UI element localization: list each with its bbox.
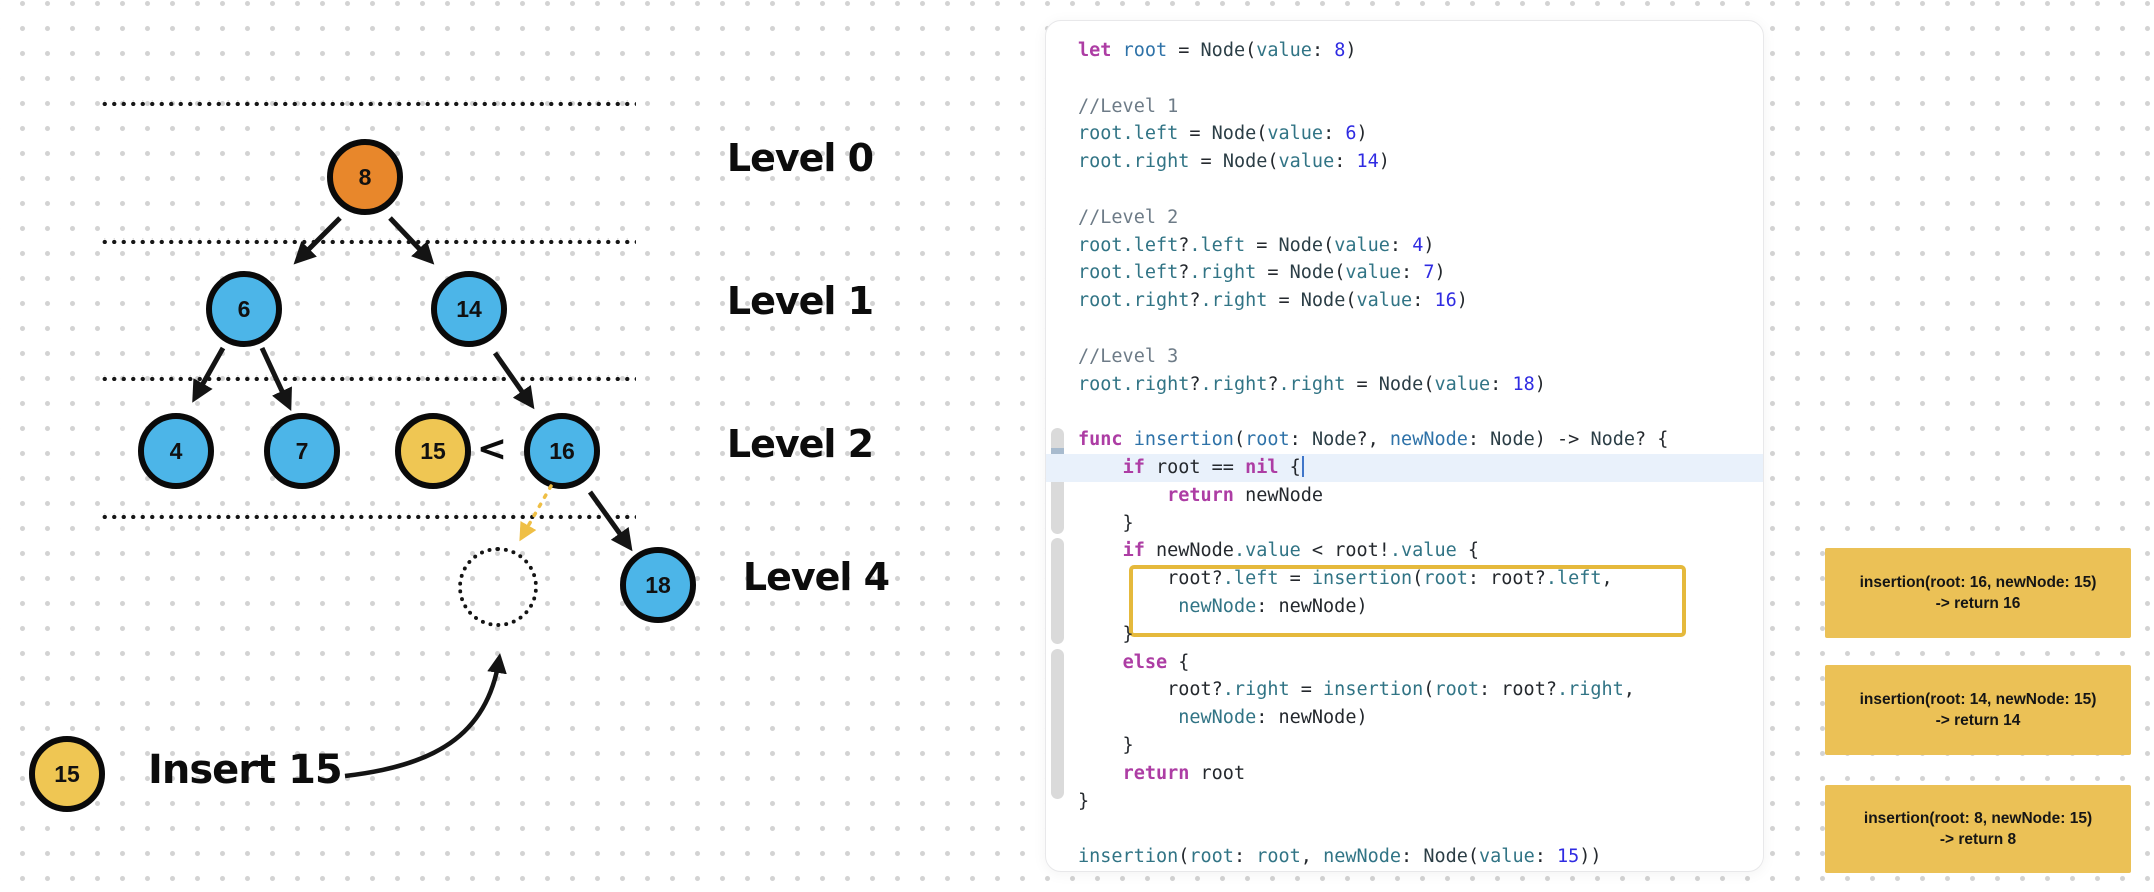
code-line-2 [1046,65,1763,93]
callout-line1: insertion(root: 14, newNode: 15) [1859,691,2097,708]
code-area[interactable]: let root = Node(value: 8) //Level 1 root.l… [1046,37,1763,871]
code-editor-panel[interactable]: let root = Node(value: 8) //Level 1 root.l… [1045,20,1764,872]
code-line-12: //Level 3 [1078,345,1179,367]
tree-node-14: 14 [431,271,507,347]
code-line-3: //Level 1 [1078,95,1179,117]
level-separator-line [100,100,636,106]
callout-line1: insertion(root: 8, newNode: 15) [1863,810,2093,827]
code-line-6 [1046,176,1763,204]
code-line-19: if newNode.value < root!.value { [1122,540,1479,562]
code-line-26: } [1078,734,1134,756]
code-line-18: } [1078,512,1134,534]
level-label-1: Level 1 [726,279,874,323]
level-label-3: Level 4 [742,555,890,599]
code-line-17: return newNode [1167,484,1324,506]
callout-1: insertion(root: 16, newNode: 15) -> retur… [1825,548,2131,638]
code-line-13: root.right?.right?.right = Node(value: 1… [1078,373,1546,395]
callout-line2: -> return 16 [1935,595,2021,612]
code-line-29 [1046,815,1763,843]
insert-15-label: Insert 15 [148,747,343,793]
code-line-4: root.left = Node(value: 6) [1078,123,1368,145]
code-line-30: insertion(root: root, newNode: Node(valu… [1078,846,1602,868]
level-separator-line [100,375,636,381]
code-line-27: return root [1122,762,1246,784]
code-line-16: if root == nil { [1046,453,1763,482]
callout-line2: -> return 8 [1939,831,2017,848]
tree-node-16: 16 [524,413,600,489]
tree-node-15: 15 [395,413,471,489]
code-line-28: } [1078,790,1090,812]
code-line-24: root?.right = insertion(root: root?.righ… [1078,679,1635,701]
code-line-9: root.left?.right = Node(value: 7) [1078,262,1446,284]
callout-line2: -> return 14 [1935,712,2021,729]
code-block-gutter-pill[interactable] [1051,538,1064,644]
code-line-5: root.right = Node(value: 14) [1078,151,1390,173]
insert-arrow-curve [344,653,507,779]
code-block-gutter-pill[interactable] [1051,649,1064,799]
level-separator-line [100,513,636,519]
level-label-2: Level 2 [726,422,874,466]
text-cursor [1301,455,1305,477]
tree-node-7: 7 [264,413,340,489]
level-separator-line [100,238,636,244]
callout-2: insertion(root: 14, newNode: 15) -> retur… [1825,665,2131,755]
code-line-21: newNode: newNode) [1178,595,1368,617]
code-line-22: } [1078,623,1134,645]
code-line-23: else { [1122,651,1190,673]
code-line-14 [1046,398,1763,426]
insert-position-placeholder-circle [458,547,538,627]
tree-node-15: 15 [29,736,105,812]
code-line-10: root.right?.right = Node(value: 16) [1078,290,1468,312]
tree-edge-arrow [192,346,226,403]
less-than-symbol: < [476,428,508,470]
insert-position-dashed-arrow [519,484,553,542]
code-line-20: root?.left = insertion(root: root?.left, [1078,568,1613,590]
tree-node-18: 18 [620,547,696,623]
tree-node-8: 8 [327,139,403,215]
code-line-8: root.left?.left = Node(value: 4) [1078,234,1435,256]
code-line-25: newNode: newNode) [1178,707,1368,729]
code-line-11 [1046,315,1763,343]
callout-line1: insertion(root: 16, newNode: 15) [1859,574,2097,591]
highlighted-code-focus-box [1129,565,1686,637]
callout-3: insertion(root: 8, newNode: 15) -> return… [1825,785,2131,873]
tree-node-4: 4 [138,413,214,489]
level-label-0: Level 0 [726,136,874,180]
code-line-15: func insertion(root: Node?, newNode: Nod… [1078,429,1669,451]
code-line-1: let root = Node(value: 8) [1078,40,1357,61]
tree-node-6: 6 [206,271,282,347]
code-line-7: //Level 2 [1078,206,1179,228]
